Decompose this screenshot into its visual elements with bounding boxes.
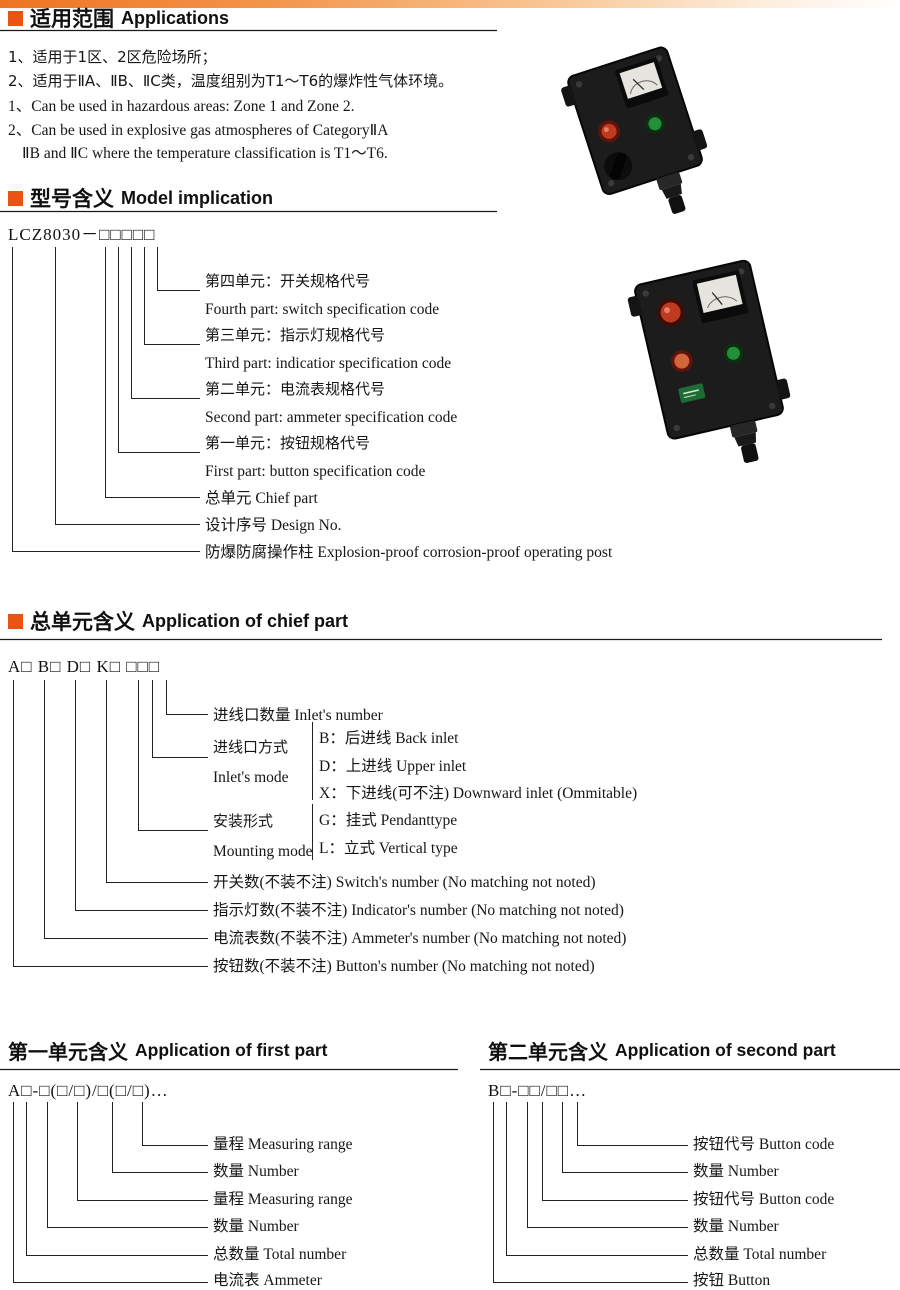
mushroom-button — [660, 302, 681, 323]
ex-label — [678, 383, 706, 403]
chief-label-inlet-mode-en: Inlet's mode — [213, 769, 289, 786]
second-part-section-header: 第二单元含义 Application of second part — [488, 1036, 836, 1065]
orange-button — [674, 353, 690, 369]
applications-zh-line-2: 2、适用于ⅡA、ⅡB、ⅡC类，温度组别为T1～T6的爆炸性气体环境。 — [8, 72, 454, 90]
first-part-label-number-1: 数量 Number — [213, 1163, 299, 1180]
chief-mount-option-pendant: G：挂式 Pendanttype — [319, 812, 458, 829]
chief-label-mount-en: Mounting mode — [213, 843, 313, 860]
section-bullet-icon — [8, 10, 23, 26]
cable-gland — [656, 172, 683, 191]
ammeter-face — [696, 274, 743, 313]
second-part-label-button: 按钮 Button — [693, 1272, 771, 1289]
model-label-third-en: Third part: indicatior specification cod… — [205, 355, 452, 372]
top-accent-bar — [0, 0, 900, 8]
applications-en-line-3: ⅡB and ⅡC where the temperature classifi… — [22, 145, 388, 162]
model-code: LCZ8030－□□□□□ — [8, 225, 156, 244]
model-title-en: Model implication — [121, 187, 274, 208]
chief-inlet-option-downward: X：下进线(可不注) Downward inlet (Ommitable) — [319, 785, 638, 802]
model-title-zh: 型号含义 — [30, 187, 114, 211]
second-part-label-number-1: 数量 Number — [693, 1163, 779, 1180]
green-button — [726, 346, 740, 360]
second-part-code: B□-□□/□□… — [488, 1081, 588, 1100]
applications-title-en: Applications — [121, 7, 230, 28]
cable-gland — [730, 420, 758, 438]
mounting-ear — [561, 85, 577, 107]
model-label-second-zh: 第二单元：电流表规格代号 — [205, 380, 386, 398]
ammeter-face — [619, 62, 663, 99]
applications-title-zh: 适用范围 — [30, 7, 114, 31]
product-photo-operating-post-1 — [540, 36, 740, 246]
second-part-label-code-1: 按钮代号 Button code — [693, 1136, 835, 1153]
first-part-code: A□-□(□/□)/□(□/□)… — [8, 1081, 169, 1100]
model-label-fourth-en: Fourth part: switch specification code — [205, 301, 440, 318]
first-part-label-number-2: 数量 Number — [213, 1218, 299, 1235]
applications-en-line-1: 1、Can be used in hazardous areas: Zone 1… — [8, 98, 355, 115]
chief-label-indicator-count: 指示灯数(不装不注) Indicator's number (No matchi… — [213, 902, 624, 919]
model-label-second-en: Second part: ammeter specification code — [205, 409, 458, 426]
first-part-title-en: Application of first part — [135, 1040, 328, 1060]
first-part-label-total: 总数量 Total number — [213, 1246, 347, 1263]
chief-mount-option-vertical: L：立式 Vertical type — [319, 840, 458, 857]
applications-zh-line-1: 1、适用于1区、2区危险场所； — [8, 48, 217, 66]
chief-label-inlet-number: 进线口数量 Inlet's number — [213, 707, 383, 724]
chief-inlet-option-back: B：后进线 Back inlet — [319, 730, 459, 747]
chief-label-mount-zh: 安装形式 — [213, 812, 274, 830]
model-label-first-en: First part: button specification code — [205, 463, 426, 480]
chief-inlet-option-upper: D：上进线 Upper inlet — [319, 758, 467, 775]
chief-title-zh: 总单元含义 — [30, 610, 135, 634]
first-part-label-range-2: 量程 Measuring range — [213, 1191, 353, 1208]
applications-section-header: 适用范围 Applications — [8, 3, 229, 33]
second-part-label-code-2: 按钮代号 Button code — [693, 1191, 835, 1208]
model-label-fourth-zh: 第四单元：开关规格代号 — [205, 272, 371, 290]
model-section-header: 型号含义 Model implication — [8, 183, 273, 213]
model-label-design-no: 设计序号 Design No. — [205, 517, 342, 534]
section-bullet-icon — [8, 190, 23, 206]
model-label-chief: 总单元 Chief part — [205, 490, 318, 507]
chief-label-switch-count: 开关数(不装不注) Switch's number (No matching n… — [213, 874, 596, 891]
applications-en-line-2: 2、Can be used in explosive gas atmospher… — [8, 122, 389, 139]
first-part-section-header: 第一单元含义 Application of first part — [8, 1036, 328, 1065]
model-label-third-zh: 第三单元：指示灯规格代号 — [205, 326, 386, 344]
product-photo-operating-post-2 — [612, 252, 817, 489]
chief-label-inlet-mode-zh: 进线口方式 — [213, 738, 289, 756]
second-part-title-en: Application of second part — [615, 1040, 836, 1060]
first-part-label-range-1: 量程 Measuring range — [213, 1136, 353, 1153]
chief-label-ammeter-count: 电流表数(不装不注) Ammeter's number (No matching… — [213, 930, 627, 947]
section-bullet-icon — [8, 613, 23, 629]
chief-code: A□ B□ D□ K□ □□□ — [8, 657, 161, 676]
model-label-post: 防爆防腐操作柱 Explosion-proof corrosion-proof … — [205, 544, 613, 561]
second-part-title-zh: 第二单元含义 — [488, 1040, 608, 1064]
second-part-label-number-2: 数量 Number — [693, 1218, 779, 1235]
second-part-label-total: 总数量 Total number — [693, 1246, 827, 1263]
chief-section-header: 总单元含义 Application of chief part — [8, 606, 348, 636]
first-part-label-ammeter: 电流表 Ammeter — [213, 1272, 322, 1289]
chief-label-button-count: 按钮数(不装不注) Button's number (No matching n… — [213, 958, 595, 975]
chief-title-en: Application of chief part — [142, 610, 349, 631]
first-part-title-zh: 第一单元含义 — [8, 1040, 128, 1064]
model-label-first-zh: 第一单元：按钮规格代号 — [205, 434, 371, 452]
green-button — [648, 117, 662, 131]
